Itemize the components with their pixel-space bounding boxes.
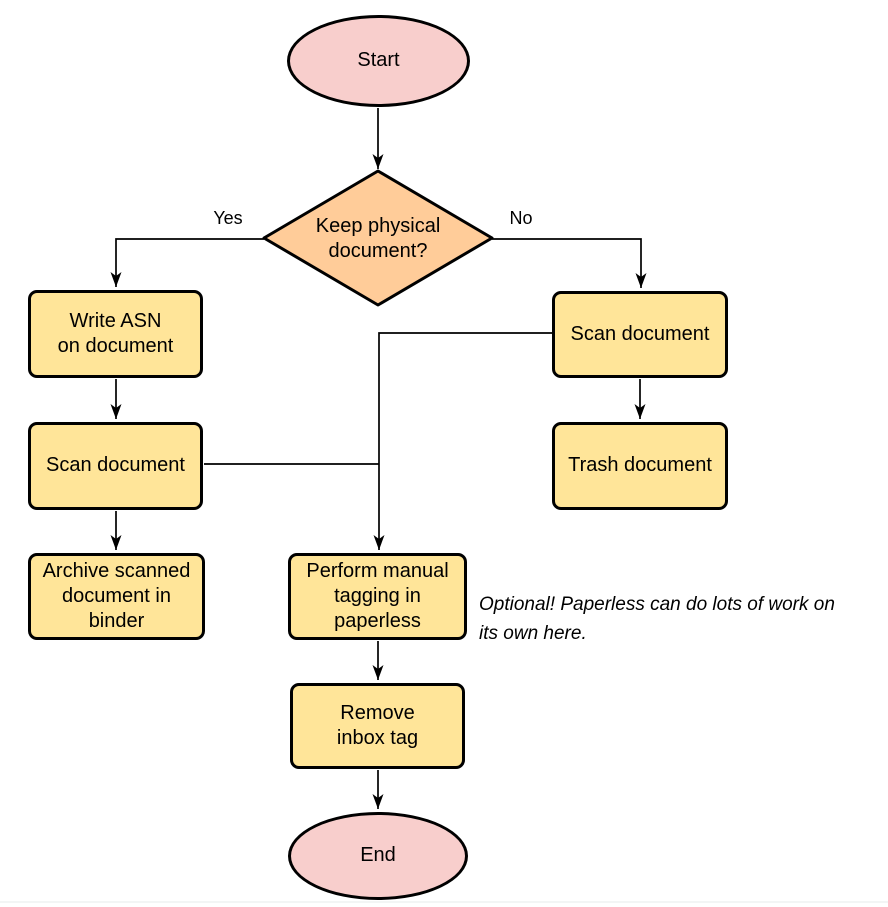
node-start: Start (287, 15, 470, 107)
node-archive-label: Archive scanned document in binder (42, 559, 191, 633)
node-decision-label: Keep physical document? (315, 214, 441, 262)
decision-diamond-shape (262, 169, 494, 307)
node-scan-document-left: Scan document (28, 422, 203, 510)
optional-note: Optional! Paperless can do lots of work … (479, 594, 835, 644)
node-trash-label: Trash document (568, 454, 712, 477)
node-write-asn-label: Write ASN on document (57, 309, 174, 357)
node-archive-scanned-document-in-binder: Archive scanned document in binder (28, 553, 205, 640)
edge-label-yes: Yes (213, 208, 243, 228)
edge-decision-yes-to-write-asn (110, 238, 264, 287)
node-trash-document: Trash document (552, 422, 728, 510)
edge-scan-right-to-tagging (373, 332, 552, 550)
node-write-asn-on-document: Write ASN on document (28, 290, 203, 378)
node-scan-document-right: Scan document (552, 291, 728, 378)
page-bottom-divider (0, 901, 888, 903)
node-perform-manual-tagging: Perform manual tagging in paperless (288, 553, 467, 640)
edge-label-no: No (509, 208, 533, 228)
node-remove-inbox-tag: Remove inbox tag (290, 683, 465, 769)
node-tagging-label: Perform manual tagging in paperless (306, 559, 449, 633)
node-scan-left-label: Scan document (46, 454, 185, 477)
node-remove-label: Remove inbox tag (336, 701, 419, 749)
node-start-label: Start (357, 49, 400, 72)
node-decision-keep-physical-document: Keep physical document? (278, 211, 478, 267)
node-scan-right-label: Scan document (570, 322, 710, 345)
edge-decision-no-to-scan-right (492, 238, 647, 288)
node-end: End (288, 812, 468, 900)
node-end-label: End (360, 844, 396, 867)
